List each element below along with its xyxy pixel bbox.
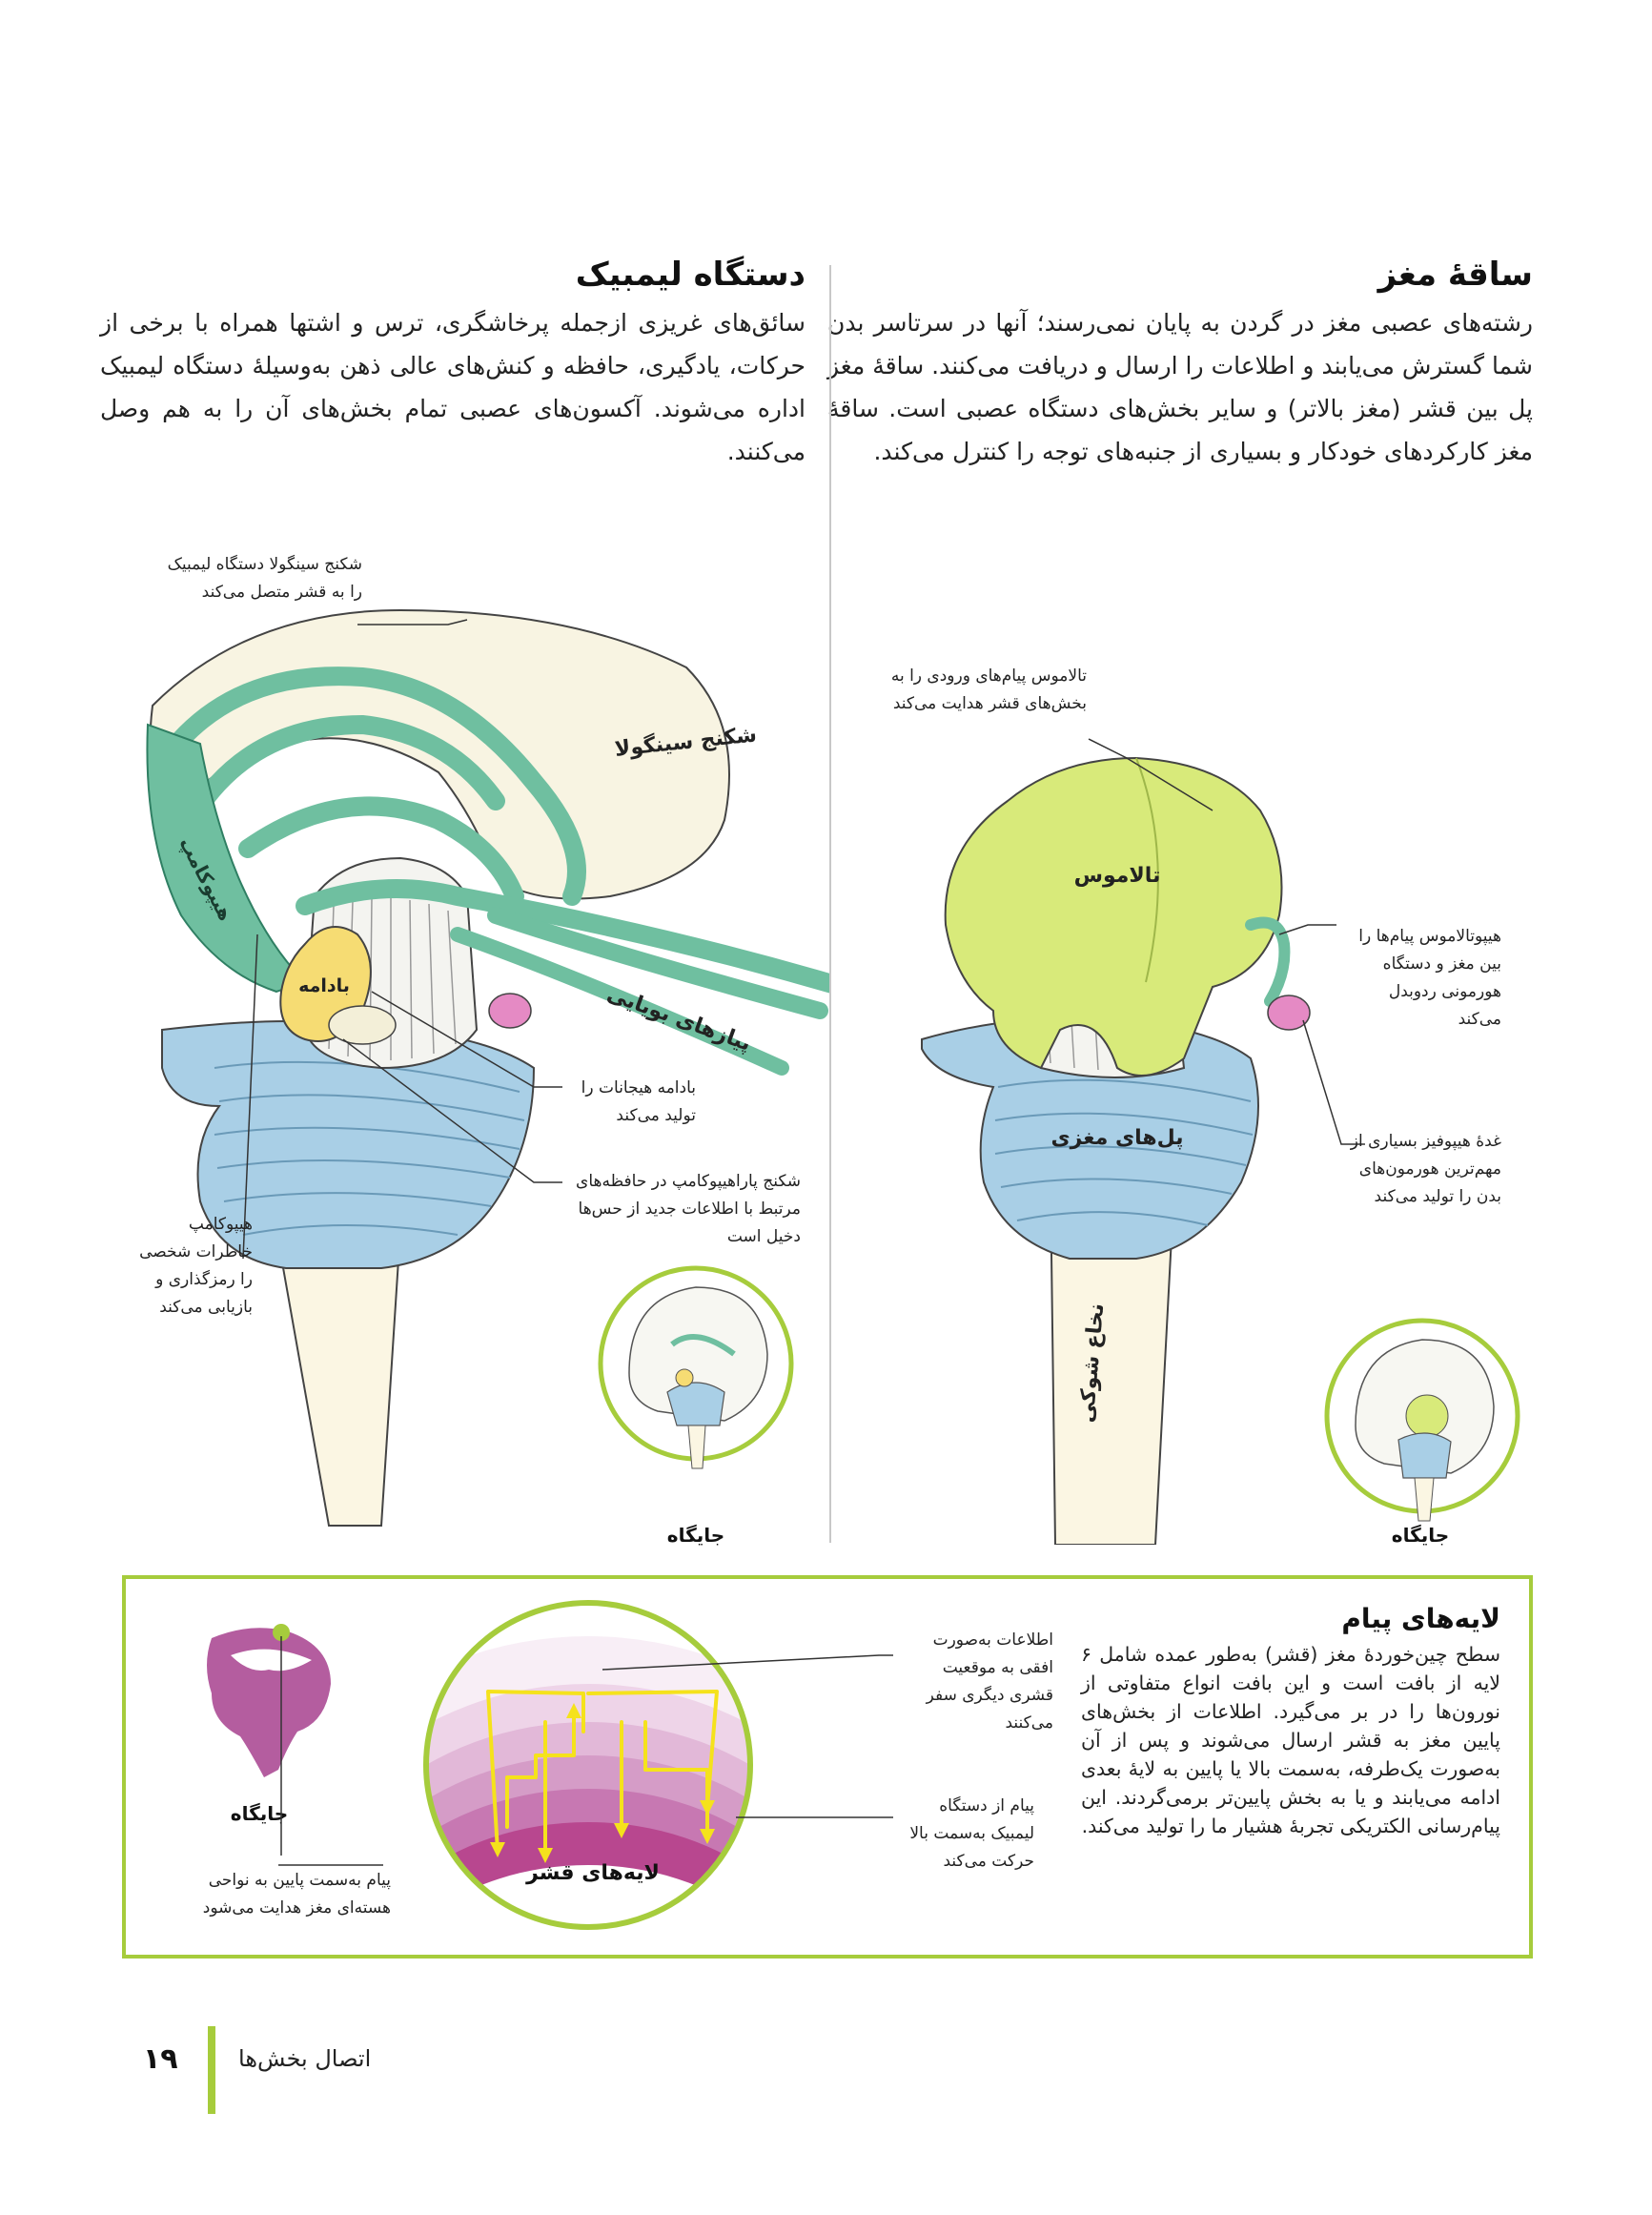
cortex-layers-diagram: جایگاه لایه‌های قشر: [207, 1600, 893, 1930]
layers-body: سطح چین‌خوردهٔ مغز (قشر) به‌طور عمده شام…: [1081, 1643, 1500, 1837]
brainstem-location-caption: جایگاه: [1391, 1524, 1450, 1547]
callout-amygdala: بادامه هیجانات را تولید می‌کند: [581, 1078, 696, 1125]
column-divider: [829, 265, 831, 1543]
callout-parahippocampal: شکنج پاراهیپوکامپ در حافظه‌های مرتبط با …: [576, 1172, 801, 1246]
limbic-spinal-cord: [275, 1229, 402, 1527]
limbic-title: دستگاه لیمبیک: [575, 256, 806, 294]
brainstem-location-inset: [1324, 1318, 1520, 1522]
callout-thalamus: تالاموس پیام‌های ورودی را به بخش‌های قشر…: [890, 667, 1087, 713]
brainstem-title: ساقهٔ مغز: [1377, 256, 1533, 294]
limbic-parahippocampal: [328, 1005, 397, 1045]
message-layers-panel: لایه‌های پیام سطح چین‌خوردهٔ مغز (قشر) ب…: [122, 1575, 1533, 1959]
callout-horizontal: اطلاعات به‌صورت افقی به موقعیت قشری دیگر…: [926, 1630, 1053, 1733]
layers-location-caption: جایگاه: [231, 1802, 288, 1825]
callout-cingulate: شکنج سینگولا دستگاه لیمبیک را به قشر متص…: [167, 555, 362, 602]
callout-pituitary: غدهٔ هیپوفیز بسیاری از مهم‌ترین هورمون‌ه…: [1350, 1132, 1501, 1206]
footer-divider: [208, 2026, 215, 2114]
label-amygdala: بادامه: [298, 975, 350, 996]
limbic-hippocampus: [146, 723, 307, 994]
cortex-layers-label: لایه‌های قشر: [525, 1861, 660, 1885]
page-number: ۱۹: [143, 2042, 178, 2076]
brainstem-thalamus: [944, 756, 1283, 1077]
label-thalamus: تالاموس: [1074, 864, 1161, 888]
callout-hippocampus: هیپوکامپ خاطرات شخصی را رمزگذاری و بازیا…: [139, 1215, 253, 1317]
limbic-olfactory-tract: [487, 907, 828, 1019]
callout-upward: پیام از دستگاه لیمبیک به‌سمت بالا حرکت م…: [909, 1796, 1034, 1871]
layers-title: لایه‌های پیام: [1341, 1603, 1500, 1634]
limbic-pituitary: [488, 993, 532, 1029]
layers-location-icon: [207, 1624, 331, 1777]
brainstem-hypothalamus: [1245, 916, 1291, 1007]
brainstem-body: رشته‌های عصبی مغز در گردن به پایان نمی‌ر…: [827, 309, 1533, 465]
callout-hypothalamus: هیپوتالاموس پیام‌ها را بین مغز و دستگاه …: [1358, 927, 1501, 1029]
limbic-section-text: دستگاه لیمبیک سائق‌های غریزی ازجمله پرخا…: [100, 256, 806, 473]
layers-text: لایه‌های پیام سطح چین‌خوردهٔ مغز (قشر) ب…: [1081, 1603, 1500, 1840]
label-pons: پل‌های مغزی: [1050, 1126, 1183, 1150]
brainstem-pituitary: [1267, 995, 1311, 1031]
footer-section: اتصال بخش‌ها: [238, 2045, 372, 2072]
brainstem-section-text: ساقهٔ مغز رشته‌های عصبی مغز در گردن به پ…: [827, 256, 1533, 473]
limbic-location-caption: جایگاه: [666, 1524, 725, 1547]
limbic-location-inset: [598, 1265, 794, 1469]
limbic-diagram: شکنج سینگولا هیپوکامپ بادامه پیازهای بوی…: [146, 608, 829, 1527]
callout-downward: پیام به‌سمت پایین به نواحی هسته‌ای مغز ه…: [202, 1871, 391, 1918]
brainstem-diagram: تالاموس پل‌های مغزی نخاع شوکی: [921, 738, 1520, 1545]
limbic-body: سائق‌های غریزی ازجمله پرخاشگری، ترس و اش…: [100, 309, 806, 465]
